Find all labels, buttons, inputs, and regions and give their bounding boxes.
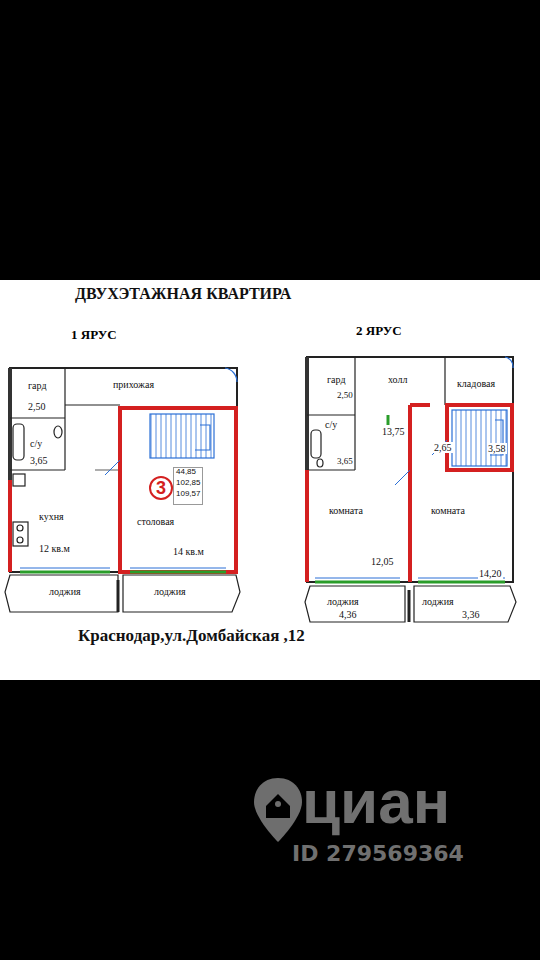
room-name: холл bbox=[387, 374, 408, 385]
room-name: лоджия bbox=[421, 596, 455, 607]
area-value: 3,65 bbox=[29, 455, 49, 466]
watermark-text: циан bbox=[302, 768, 450, 836]
room: комната 12,05 bbox=[308, 471, 408, 581]
room: гард 2,50 bbox=[11, 369, 64, 417]
area-badge: 344,85 102,85 109,57 bbox=[146, 466, 202, 508]
room-name: комната bbox=[328, 505, 364, 516]
room: прихожая bbox=[66, 369, 236, 404]
room: лоджия bbox=[12, 576, 117, 610]
room-name: лоджия bbox=[326, 596, 360, 607]
room: кухня 12 кв.м bbox=[11, 471, 119, 570]
area-value: 2,50 bbox=[27, 401, 47, 412]
room-name: с/у bbox=[324, 419, 338, 430]
room: комната 14,20 bbox=[412, 471, 512, 581]
stair-dimension: 3,58 bbox=[487, 443, 507, 454]
room: лоджия 3,36 bbox=[415, 587, 508, 621]
room-name: гард bbox=[326, 374, 347, 385]
tier-heading: 2 ЯРУС bbox=[355, 324, 403, 338]
area-value: 12,05 bbox=[370, 556, 395, 567]
area-value: 4,36 bbox=[338, 609, 358, 620]
room-name: лоджия bbox=[153, 586, 187, 597]
address-caption: Краснодар,ул.Домбайская ,12 bbox=[78, 627, 305, 646]
area-value: 102,85 bbox=[175, 479, 201, 488]
room-name: гард bbox=[27, 380, 48, 391]
area-value: 44,85 bbox=[175, 468, 197, 477]
tier-heading: 1 ЯРУС bbox=[70, 328, 118, 342]
room-name: кухня bbox=[38, 511, 65, 522]
area-value: 109,57 bbox=[175, 490, 201, 499]
room-name: прихожая bbox=[112, 379, 155, 390]
room-count: 3 bbox=[149, 476, 173, 500]
room-name: с/у bbox=[29, 438, 43, 449]
room-name: кладовая bbox=[456, 378, 496, 389]
room-name: столовая bbox=[136, 516, 175, 527]
room-name: лоджия bbox=[48, 586, 82, 597]
room: гард 2,50 bbox=[308, 358, 354, 414]
room: столовая 14 кв.м 344,85 102,85 109,57 bbox=[122, 410, 234, 570]
area-value: 3,36 bbox=[461, 609, 481, 620]
tier-plan: 2 ЯРУС гард 2,50 холл 13,75 кладовая с/у 3,65 ко… bbox=[305, 320, 515, 625]
room: лоджия bbox=[124, 576, 232, 610]
area-value: 2,50 bbox=[336, 391, 354, 401]
watermark-text: ID 279569364 bbox=[292, 842, 464, 866]
area-value: 13,75 bbox=[381, 426, 406, 437]
cian-logo bbox=[254, 778, 302, 842]
room-name: комната bbox=[430, 505, 466, 516]
area-value: 14,20 bbox=[478, 568, 503, 579]
room: холл 13,75 bbox=[356, 358, 444, 438]
tier-plan: 1 ЯРУС гард 2,50 прихожая с/у 3,65 кухня 12 кв.… bbox=[8, 326, 242, 616]
area-value: 12 кв.м bbox=[38, 543, 71, 554]
stair-dimension: 2,65 bbox=[433, 442, 453, 453]
area-value: 14 кв.м bbox=[172, 546, 205, 557]
room: с/у 3,65 bbox=[11, 419, 64, 469]
area-value: 3,65 bbox=[336, 457, 354, 467]
room: с/у 3,65 bbox=[308, 416, 354, 469]
room: кладовая bbox=[446, 358, 512, 404]
plan-title: ДВУХЭТАЖНАЯ КВАРТИРА bbox=[75, 285, 291, 303]
room: лоджия 4,36 bbox=[311, 587, 404, 621]
